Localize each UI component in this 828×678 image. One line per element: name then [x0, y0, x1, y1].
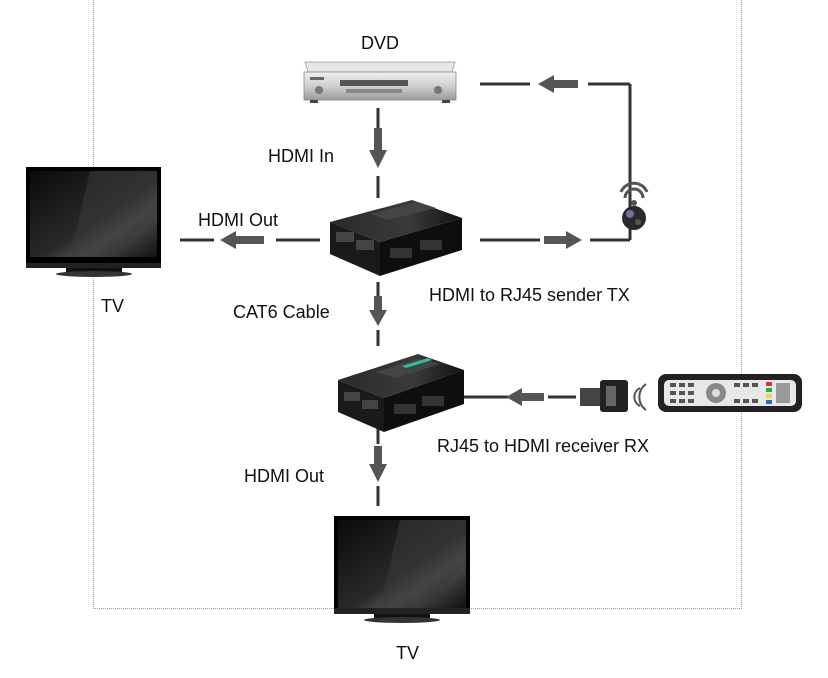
arrow-down-hdmi-out [369, 446, 387, 482]
remote-control-icon [658, 374, 802, 412]
label-dvd: DVD [361, 33, 400, 53]
receiver-rx-image [338, 354, 464, 432]
arrow-left-hdmi-out [220, 231, 264, 249]
arrow-right-ir [544, 231, 582, 249]
label-cat6-cable: CAT6 Cable [233, 302, 330, 322]
label-receiver-rx: RJ45 to HDMI receiver RX [437, 436, 650, 456]
sender-tx-image [330, 200, 462, 276]
arrows [220, 75, 582, 482]
label-tv-bottom: TV [396, 643, 420, 663]
connection-lines [180, 82, 632, 506]
ir-receiver-icon [580, 380, 647, 412]
arrow-left-ir-dvd [538, 75, 578, 93]
arrow-down-hdmi-in [369, 128, 387, 168]
tv-left-image [26, 167, 161, 277]
label-sender-tx: HDMI to RJ45 sender TX [429, 285, 630, 305]
arrow-down-cat6 [369, 296, 387, 326]
label-hdmi-out-top: HDMI Out [198, 210, 279, 230]
label-hdmi-in: HDMI In [268, 146, 335, 166]
dvd-player-image [303, 61, 457, 103]
arrow-left-remote [506, 388, 544, 406]
tv-bottom-image [334, 516, 470, 623]
label-tv-left: TV [101, 296, 125, 316]
ir-emitter-icon [619, 181, 649, 230]
label-hdmi-out-bottom: HDMI Out [244, 466, 325, 486]
